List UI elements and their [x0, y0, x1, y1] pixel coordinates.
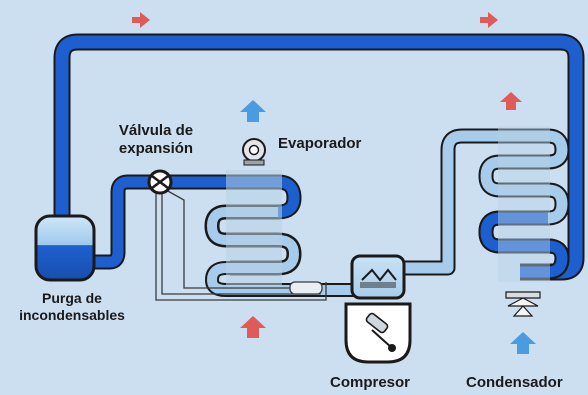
purge-label-line1: Purga de [42, 290, 102, 306]
heat-in-arrow [240, 316, 266, 338]
purge-to-valve-pipe [94, 174, 150, 270]
expansion-valve-label: Válvula de expansión [108, 122, 204, 158]
cool-air-arrow [510, 332, 536, 354]
condenser-fins [498, 126, 550, 282]
valve-sensing-lines [155, 189, 327, 301]
fan-icon [242, 138, 266, 166]
compressor-label: Compresor [330, 374, 411, 391]
purge-label: Purga de incondensables [2, 290, 142, 324]
evaporator-label: Evaporador [278, 135, 362, 152]
condenser-label: Condensador [466, 374, 563, 391]
purge-label-line2: incondensables [19, 307, 125, 323]
evaporator-vapor-coil [205, 205, 358, 297]
compressor-piston-icon [365, 312, 396, 352]
condenser-liquid-coil [478, 210, 570, 280]
main-liquid-loop [53, 33, 585, 281]
cool-air-arrow [240, 100, 266, 122]
fan-icon [505, 291, 541, 317]
valve-icon [147, 169, 173, 195]
heat-out-arrow [132, 12, 150, 28]
heat-out-arrow [500, 92, 522, 110]
evaporator-fins [226, 170, 282, 288]
compressor-icon [344, 254, 412, 364]
heat-out-arrow [480, 12, 498, 28]
valve-label-line2: expansión [118, 140, 194, 157]
valve-label-line1: Válvula de [118, 122, 194, 139]
purge-tank-icon [34, 214, 96, 282]
